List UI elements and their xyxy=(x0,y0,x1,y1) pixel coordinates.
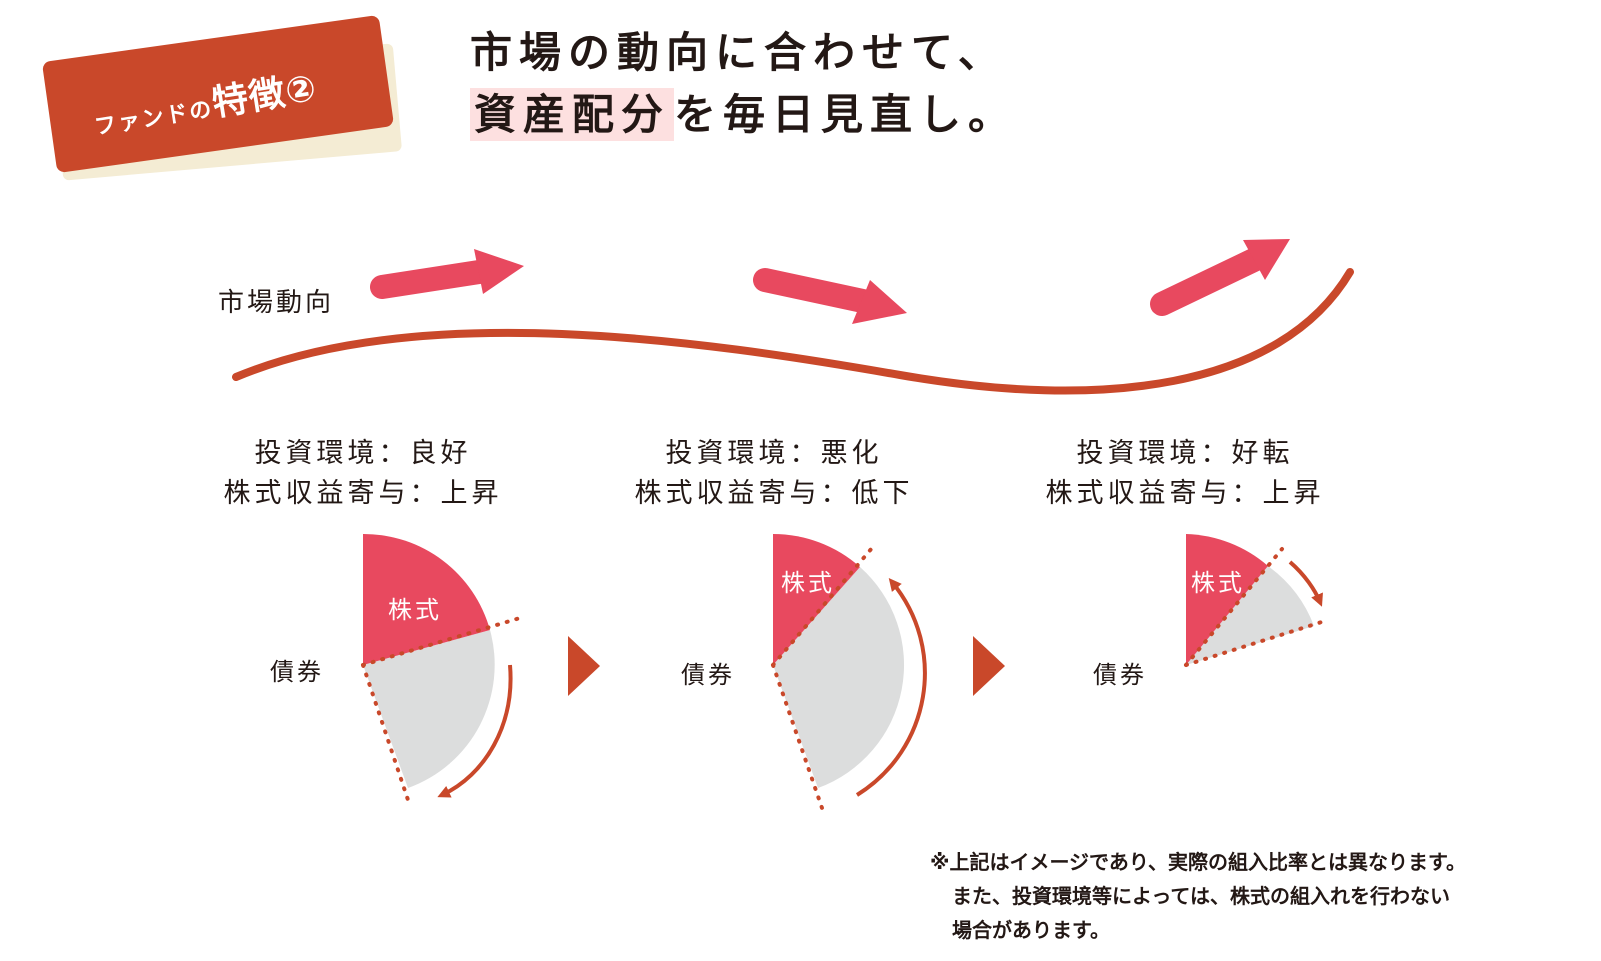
shift-arrow xyxy=(437,664,513,798)
stock-wedge xyxy=(363,533,490,665)
footnote: ※上記はイメージであり、実際の組入比率とは異なります。 また、投資環境等によって… xyxy=(930,845,1466,947)
headline: 市場の動向に合わせて、 資産配分を毎日見直し。 xyxy=(470,22,1017,146)
footnote-line-1: ※上記はイメージであり、実際の組入比率とは異なります。 xyxy=(930,850,1467,874)
stock-contribution-label: 株式収益寄与：上昇 xyxy=(223,478,503,509)
headline-line-2: 資産配分を毎日見直し。 xyxy=(470,84,1017,146)
stock-wedge xyxy=(1186,534,1268,665)
stock-contribution-label: 株式収益寄与：低下 xyxy=(634,478,914,509)
footnote-line-2: また、投資環境等によっては、株式の組入れを行わない xyxy=(952,884,1450,908)
next-step-triangle xyxy=(973,636,1005,696)
shift-arrow xyxy=(855,578,927,797)
shift-arrow xyxy=(1288,560,1323,607)
stage-2-title: 投資環境：悪化 株式収益寄与：低下 xyxy=(594,434,954,514)
allocation-chart-1 xyxy=(361,533,522,808)
investment-environment-label: 投資環境：悪化 xyxy=(665,438,883,469)
trend-arrow-up-strong xyxy=(1150,239,1290,316)
market-trend-label: 市場動向 xyxy=(218,288,335,318)
next-step-triangle xyxy=(568,636,600,696)
investment-environment-label: 投資環境：良好 xyxy=(254,438,472,469)
headline-line-1: 市場の動向に合わせて、 xyxy=(470,28,1007,77)
investment-environment-label: 投資環境：好転 xyxy=(1076,438,1294,469)
bond-label: 債券 xyxy=(270,658,324,686)
stage-1-title: 投資環境：良好 株式収益寄与：上昇 xyxy=(183,434,543,514)
allocation-chart-2 xyxy=(771,533,927,810)
stock-wedge xyxy=(773,533,860,665)
stock-label: 株式 xyxy=(388,596,442,624)
bond-wedge xyxy=(363,630,495,788)
market-wave xyxy=(232,268,1354,395)
bond-wedge xyxy=(1186,566,1314,665)
stock-label: 株式 xyxy=(781,569,835,597)
headline-highlight: 資産配分 xyxy=(470,88,675,141)
boundary-dotted-line xyxy=(361,616,522,667)
bond-label: 債券 xyxy=(681,661,735,689)
footnote-line-3: 場合があります。 xyxy=(952,918,1110,942)
trend-arrow-down xyxy=(753,268,907,324)
allocation-chart-3 xyxy=(1184,534,1330,667)
bond-wedge xyxy=(773,567,905,788)
stock-contribution-label: 株式収益寄与：上昇 xyxy=(1045,478,1325,509)
headline-rest: を毎日見直し。 xyxy=(674,90,1018,139)
stage-3-title: 投資環境：好転 株式収益寄与：上昇 xyxy=(1005,434,1365,514)
stock-label: 株式 xyxy=(1191,569,1245,597)
trend-arrow-up xyxy=(370,249,524,299)
bond-label: 債券 xyxy=(1093,661,1147,689)
